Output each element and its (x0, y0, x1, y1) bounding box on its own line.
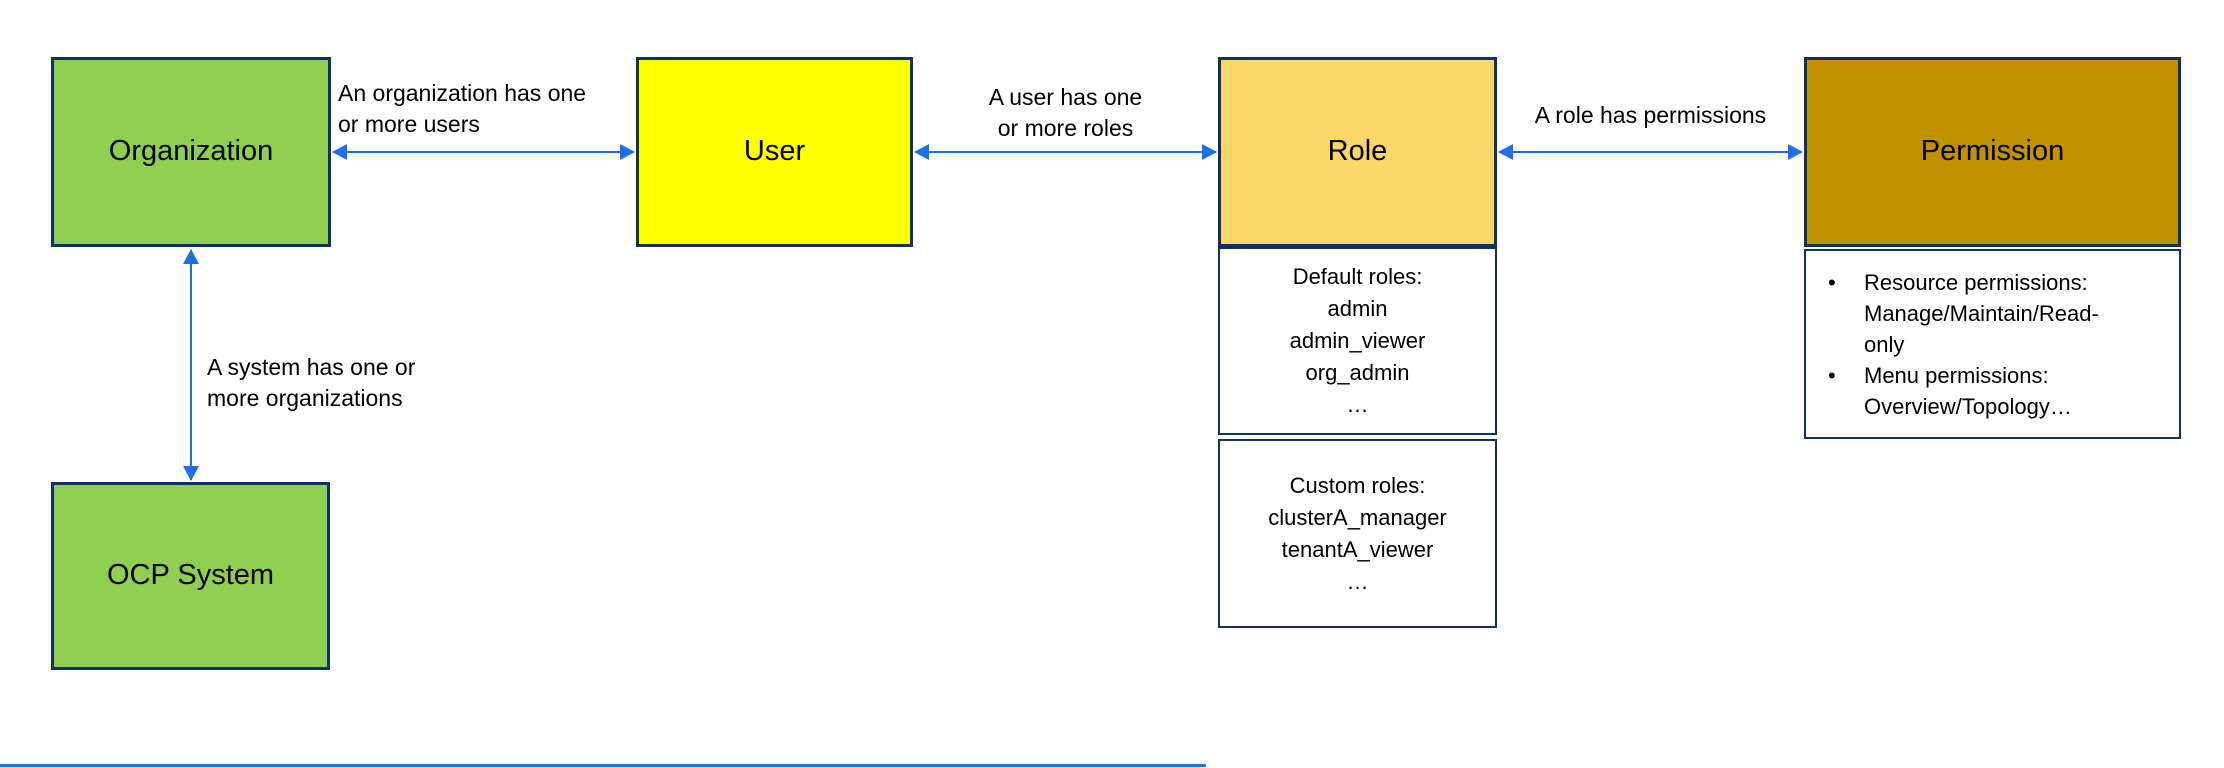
list-line: Default roles: (1292, 264, 1423, 289)
user-role-arrow (914, 144, 1217, 160)
bullet-item: • Menu permissions: Overview/Topology… (1822, 360, 2169, 422)
list-line: Custom roles: (1289, 472, 1426, 498)
role-label: Role (1327, 135, 1388, 168)
list-line: … (1346, 568, 1369, 594)
permission-node: Permission (1804, 57, 2181, 247)
bottom-divider-line (0, 764, 1206, 767)
role-node: Role (1218, 57, 1497, 247)
user-role-edge-label: A user has one or more roles (988, 84, 1143, 141)
bullet-item: • Resource permissions: Manage/Maintain/… (1822, 267, 2169, 360)
system-org-edge-label: A system has one or more organizations (207, 354, 416, 411)
org-user-edge-label: An organization has one or more users (338, 80, 587, 137)
ocp-system-label: OCP System (106, 559, 275, 592)
list-line: tenantA_viewer (1281, 536, 1434, 562)
organization-node: Organization (51, 57, 331, 247)
permission-label: Permission (1920, 135, 2065, 168)
list-line: only (1864, 332, 1905, 357)
list-line: Overview/Topology… (1864, 394, 2072, 419)
permission-details-box: • Resource permissions: Manage/Maintain/… (1804, 249, 2181, 439)
role-permission-arrow (1498, 144, 1803, 160)
bullet-icon: • (1828, 270, 1836, 295)
list-line: Resource permissions: (1864, 270, 2088, 295)
list-line: Manage/Maintain/Read- (1864, 301, 2099, 326)
ocp-system-node: OCP System (51, 482, 330, 670)
arrowhead-left-icon (914, 144, 929, 160)
arrowhead-left-icon (1498, 144, 1513, 160)
organization-label: Organization (108, 135, 274, 168)
user-label: User (743, 135, 806, 168)
system-org-arrow (183, 249, 199, 481)
list-line: Menu permissions: (1864, 363, 2049, 388)
list-line: org_admin (1305, 360, 1410, 385)
list-line: … (1346, 392, 1369, 417)
arrowhead-up-icon (183, 249, 199, 264)
org-user-arrow (332, 144, 635, 160)
arrowhead-right-icon (620, 144, 635, 160)
user-node: User (636, 57, 913, 247)
role-permission-edge-label: A role has permissions (1534, 102, 1767, 128)
arrowhead-right-icon (1202, 144, 1217, 160)
arrowhead-down-icon (183, 466, 199, 481)
list-line: clusterA_manager (1268, 504, 1447, 530)
list-line: admin (1327, 296, 1388, 321)
default-roles-box: Default roles: admin admin_viewer org_ad… (1218, 247, 1497, 435)
list-line: admin_viewer (1289, 328, 1426, 353)
arrowhead-left-icon (332, 144, 347, 160)
custom-roles-box: Custom roles: clusterA_manager tenantA_v… (1218, 439, 1497, 628)
arrowhead-right-icon (1788, 144, 1803, 160)
bullet-icon: • (1828, 363, 1836, 388)
